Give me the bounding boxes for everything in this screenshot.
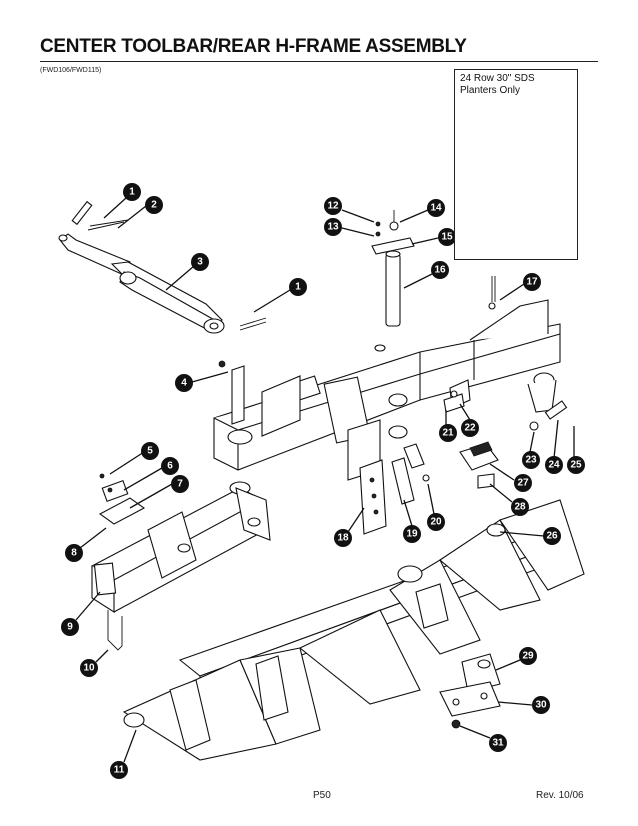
svg-text:11: 11	[114, 765, 125, 776]
left-hardware	[98, 360, 245, 651]
callout-28: 28	[489, 483, 529, 516]
svg-text:26: 26	[546, 531, 558, 542]
callout-2: 2	[117, 196, 163, 229]
svg-text:30: 30	[535, 700, 547, 711]
callout-30: 30	[497, 696, 550, 714]
callout-1a: 1	[103, 183, 141, 219]
callout-6: 6	[123, 457, 179, 491]
svg-text:7: 7	[177, 479, 183, 490]
sds-planters-inset: 24 Row 30" SDS Planters Only	[454, 69, 578, 260]
title-rule	[40, 61, 598, 62]
svg-text:20: 20	[430, 517, 442, 528]
svg-text:31: 31	[492, 738, 504, 749]
svg-text:22: 22	[464, 423, 476, 434]
callout-16: 16	[403, 261, 449, 289]
callout-8: 8	[65, 527, 107, 562]
svg-text:16: 16	[434, 265, 446, 276]
svg-text:2: 2	[151, 200, 157, 211]
page-number: P50	[313, 790, 331, 801]
callout-19: 19	[403, 499, 421, 543]
callout-4: 4	[175, 371, 229, 392]
callout-18: 18	[334, 507, 365, 547]
callout-31: 31	[459, 725, 507, 752]
svg-text:29: 29	[522, 651, 534, 662]
svg-text:1: 1	[129, 187, 135, 198]
svg-text:8: 8	[71, 548, 77, 559]
svg-text:18: 18	[337, 533, 349, 544]
callout-23: 23	[522, 431, 540, 469]
callout-29: 29	[495, 647, 537, 671]
svg-text:28: 28	[514, 502, 526, 513]
svg-text:25: 25	[570, 460, 582, 471]
svg-text:24: 24	[548, 460, 560, 471]
svg-text:3: 3	[197, 257, 203, 268]
svg-text:6: 6	[167, 461, 173, 472]
callout-1b: 1	[253, 278, 307, 313]
callout-25: 25	[567, 426, 585, 474]
right-hardware	[439, 400, 568, 729]
svg-text:9: 9	[67, 622, 73, 633]
center-toolbar-frame	[213, 299, 561, 481]
svg-text:13: 13	[327, 222, 339, 233]
center-brackets	[359, 390, 465, 535]
revision-date: Rev. 10/06	[536, 790, 584, 801]
callout-5: 5	[109, 442, 159, 475]
inset-caption: 24 Row 30" SDS Planters Only	[460, 73, 535, 96]
callout-20: 20	[427, 483, 445, 531]
model-codes: (FWD106/FWD115)	[40, 67, 102, 74]
svg-text:12: 12	[327, 201, 339, 212]
callout-11: 11	[110, 729, 137, 779]
svg-text:15: 15	[441, 232, 453, 243]
svg-text:10: 10	[83, 663, 95, 674]
svg-text:14: 14	[430, 203, 442, 214]
callout-3: 3	[165, 253, 209, 291]
callout-17: 17	[499, 273, 541, 301]
callout-26: 26	[499, 527, 561, 545]
callout-10: 10	[80, 649, 109, 677]
svg-text:23: 23	[525, 455, 537, 466]
callout-24: 24	[545, 419, 563, 474]
callout-7: 7	[129, 475, 189, 509]
callout-15a: 15	[411, 228, 456, 246]
hydraulic-cylinder	[58, 200, 267, 334]
svg-text:4: 4	[181, 378, 187, 389]
svg-text:27: 27	[517, 478, 529, 489]
left-h-frame-tube	[90, 481, 271, 614]
svg-text:17: 17	[526, 277, 538, 288]
callout-21: 21	[439, 410, 457, 442]
callout-12: 12	[324, 197, 375, 223]
mast-and-hardware	[371, 210, 496, 327]
page-title: CENTER TOOLBAR/REAR H-FRAME ASSEMBLY	[40, 36, 467, 57]
callout-27: 27	[489, 463, 532, 492]
svg-text:19: 19	[406, 529, 418, 540]
callout-14a: 14	[399, 199, 445, 223]
svg-text:21: 21	[442, 428, 454, 439]
rear-h-frame-legs	[122, 499, 585, 761]
svg-text:1: 1	[295, 282, 301, 293]
svg-text:5: 5	[147, 446, 153, 457]
callout-13: 13	[324, 218, 375, 237]
callout-22: 22	[459, 403, 479, 437]
callout-9: 9	[61, 591, 101, 636]
